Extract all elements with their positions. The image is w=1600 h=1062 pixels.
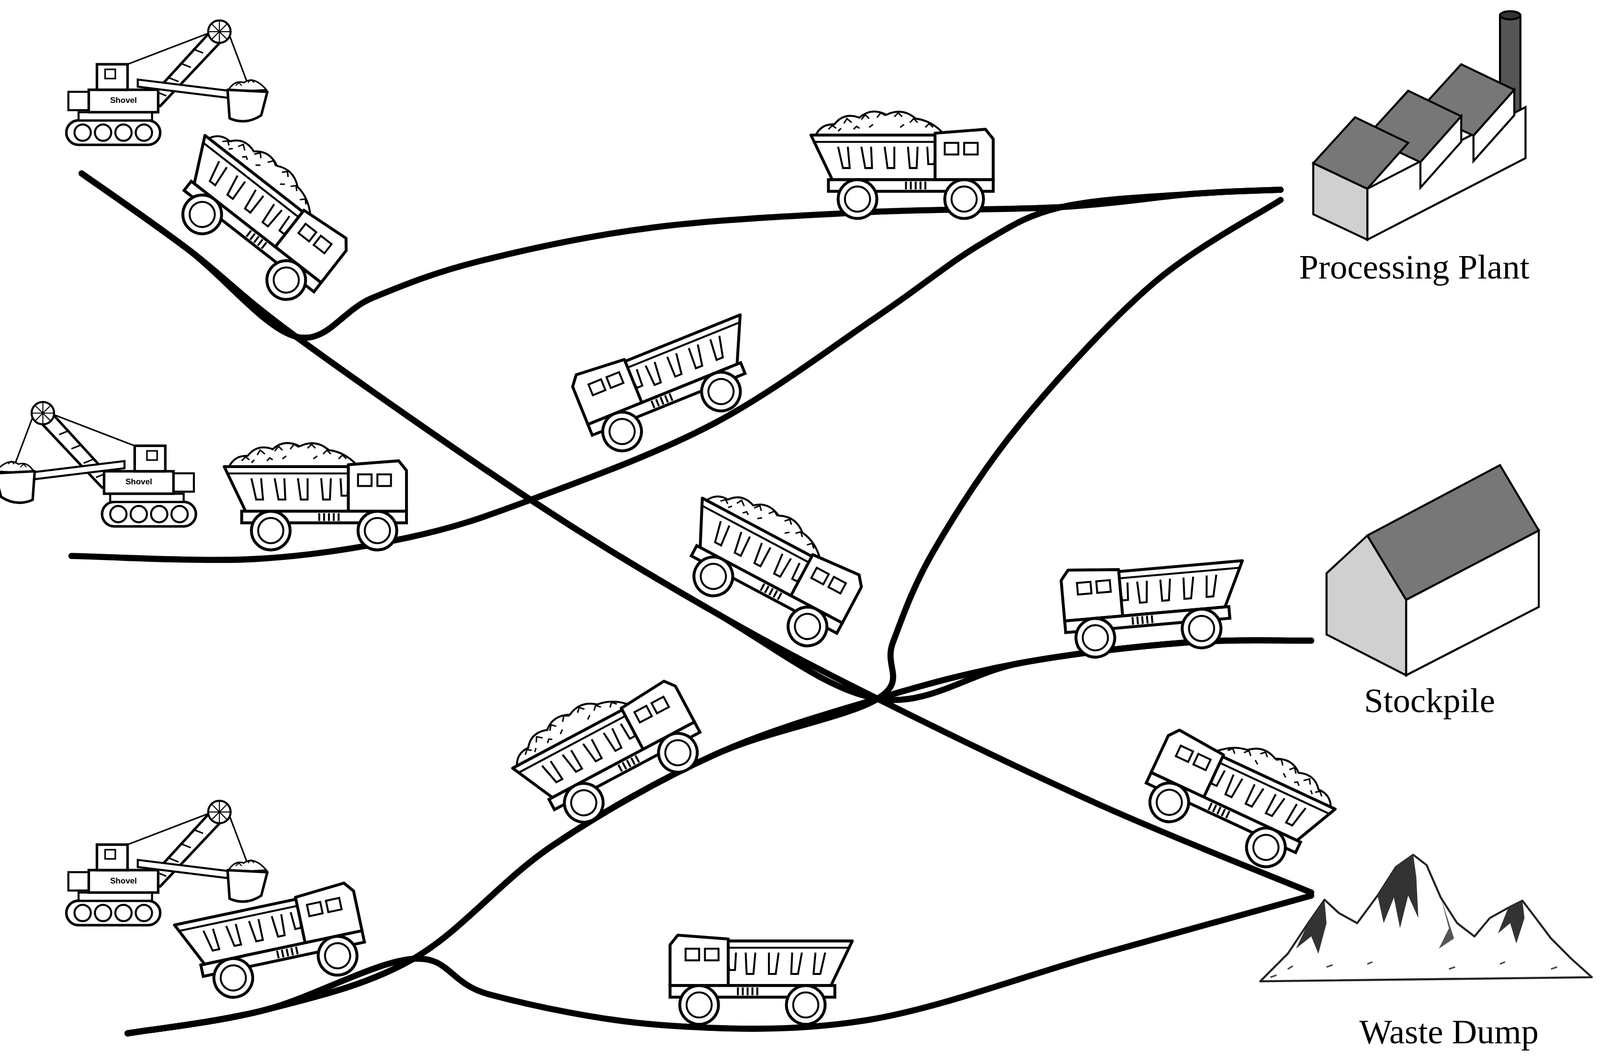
shovel-node: Shovel <box>66 18 268 174</box>
loaded-truck <box>153 116 364 314</box>
destination-node: Processing Plant <box>1280 8 1548 286</box>
shovel-icon <box>0 402 196 527</box>
haul-trucks <box>153 111 1346 1025</box>
haul-road <box>127 200 1281 1034</box>
empty-truck <box>173 881 371 1007</box>
equipment-label: Shovel <box>110 877 137 886</box>
loaded-truck <box>501 662 713 843</box>
stockpile-icon <box>1326 465 1539 676</box>
empty-truck <box>1060 554 1250 660</box>
loaded-truck <box>224 443 407 551</box>
loaded-truck <box>663 477 875 658</box>
shovel-node: Shovel <box>10 400 199 557</box>
destination-label: Waste Dump <box>1359 1013 1539 1052</box>
destination-node: Waste Dump <box>1311 852 1587 1052</box>
shovel-icon <box>66 800 268 926</box>
equipment-label: Shovel <box>110 96 137 105</box>
destination-label: Stockpile <box>1363 681 1496 720</box>
empty-truck <box>569 309 772 461</box>
equipment-label: Shovel <box>125 478 153 487</box>
loaded-truck <box>811 111 994 219</box>
haul-road <box>127 640 1311 1034</box>
loaded-truck <box>1134 710 1345 885</box>
processing-plant-icon <box>1313 11 1526 240</box>
empty-truck <box>670 935 853 1025</box>
waste-dump-icon <box>1260 855 1592 982</box>
shovel-node: Shovel <box>66 799 268 1034</box>
shovel-icon <box>66 20 268 146</box>
destination-label: Processing Plant <box>1299 247 1530 286</box>
destination-node: Stockpile <box>1311 459 1548 720</box>
